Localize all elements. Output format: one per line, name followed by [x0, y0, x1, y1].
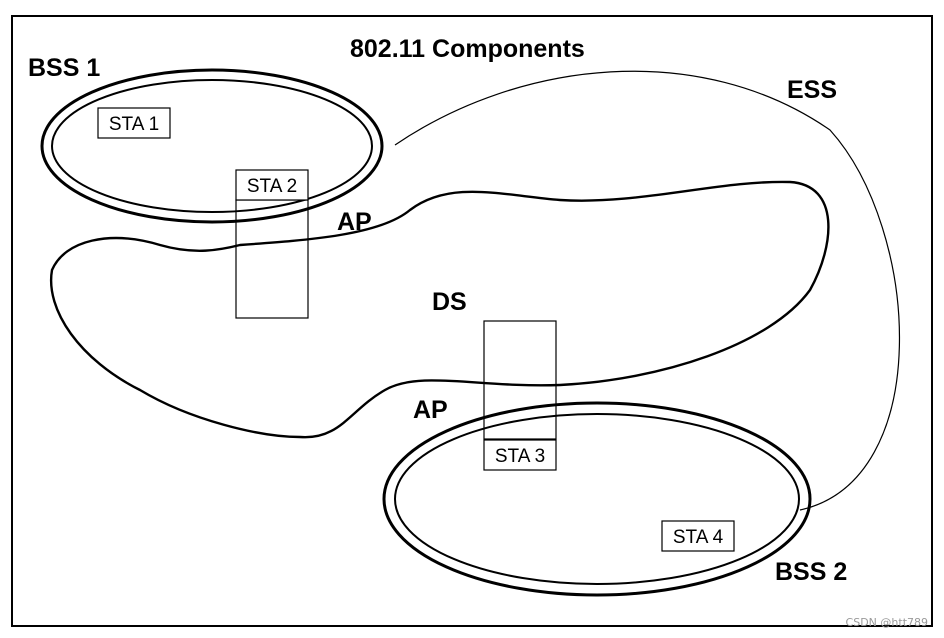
distribution-system-shape — [49, 180, 830, 439]
sta3-box — [483, 439, 557, 471]
ds-label: DS — [432, 288, 467, 316]
sta3-label: STA 3 — [495, 446, 545, 467]
bss2-label: BSS 2 — [775, 558, 847, 586]
watermark-text: CSDN @htt789 — [846, 616, 928, 629]
sta4-box — [661, 520, 735, 552]
ess-label: ESS — [787, 76, 837, 104]
sta2-box — [235, 169, 309, 201]
diagram-title: 802.11 Components — [350, 35, 585, 63]
sta2-label: STA 2 — [247, 176, 297, 197]
bss1-outer-ring — [40, 68, 384, 224]
ap-top-label: AP — [337, 208, 372, 236]
bss1-inner-ring — [51, 79, 373, 213]
ap-bottom-box — [483, 320, 557, 440]
bss2-outer-ring — [382, 401, 812, 597]
ap-bottom-label: AP — [413, 396, 448, 424]
sta4-label: STA 4 — [673, 527, 724, 548]
bss1-label: BSS 1 — [28, 54, 100, 82]
sta1-label: STA 1 — [109, 114, 159, 135]
sta1-box — [97, 107, 171, 139]
ess-boundary-curve — [394, 70, 901, 511]
bss2-inner-ring — [394, 413, 800, 585]
